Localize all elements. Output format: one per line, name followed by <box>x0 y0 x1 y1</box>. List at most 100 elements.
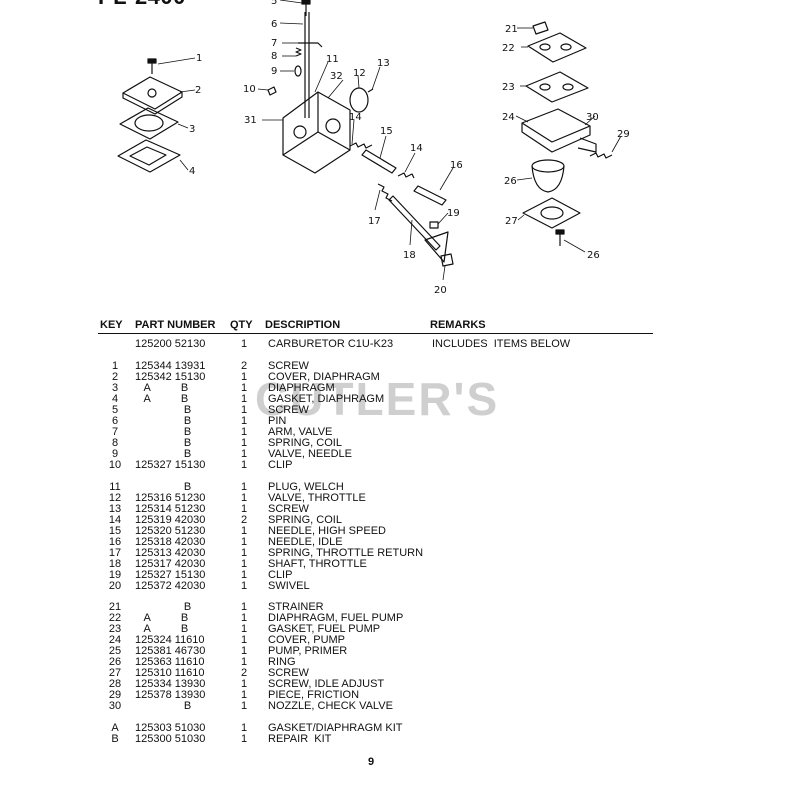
row-qty: 1 <box>240 448 248 461</box>
row-description: SPRING, COIL <box>268 513 342 526</box>
row-description: CLIP <box>268 459 293 472</box>
row-key: 5 <box>111 404 119 417</box>
row-part-number: 125334 13930 <box>135 678 206 691</box>
row-description: STRAINER <box>268 601 324 613</box>
callout-7: 7 <box>271 38 277 49</box>
row-part-number: B <box>135 480 192 493</box>
row-qty: 1 <box>240 546 248 559</box>
row-qty: 1 <box>240 612 248 625</box>
callout-5: 5 <box>271 0 277 7</box>
part-26-primer-bulb <box>531 159 565 193</box>
callout-24: 24 <box>502 112 515 123</box>
row-qty: 2 <box>240 513 248 526</box>
row-qty: 1 <box>240 623 248 636</box>
row-part-number: 125378 13930 <box>135 689 206 702</box>
row-qty: 2 <box>240 360 248 372</box>
row-key: 6 <box>111 415 119 428</box>
row-description: SHAFT, THROTTLE <box>268 557 367 570</box>
callout-4: 4 <box>189 166 195 177</box>
header-qty: QTY <box>230 319 253 331</box>
row-qty: 1 <box>240 382 248 395</box>
row-qty: 1 <box>240 437 248 450</box>
callout-18: 18 <box>403 250 416 261</box>
row-qty: 2 <box>240 667 248 680</box>
row-key: 21 <box>108 601 122 613</box>
row-key: 23 <box>108 623 122 636</box>
row-part-number: 125200 52130 <box>135 338 206 350</box>
row-description: PIECE, FRICTION <box>268 689 360 702</box>
row-qty: 1 <box>240 656 248 669</box>
callout-16: 16 <box>450 160 463 171</box>
row-key: 26 <box>108 656 122 669</box>
callout-14b: 14 <box>410 143 423 154</box>
callout-21: 21 <box>505 24 518 35</box>
row-part-number: 125363 11610 <box>135 656 205 669</box>
part-29-friction-piece <box>589 152 613 159</box>
row-description: REPAIR KIT <box>268 732 332 745</box>
callout-6: 6 <box>271 19 277 30</box>
watermark: CUTLER'S <box>255 373 500 425</box>
row-part-number: 125344 13931 <box>135 360 206 372</box>
header-part-number: PART NUMBER <box>135 319 216 331</box>
row-qty: 1 <box>240 535 248 548</box>
part-14-spring <box>349 142 373 149</box>
part-12-throttle-valve <box>349 87 369 113</box>
part-21-strainer <box>532 21 549 35</box>
row-description: COVER, PUMP <box>268 634 346 647</box>
row-description: VALVE, THROTTLE <box>268 491 366 504</box>
row-description: SCREW <box>268 360 309 372</box>
row-key: 13 <box>108 502 122 515</box>
row-qty: 1 <box>240 502 248 515</box>
callout-15: 15 <box>380 126 393 137</box>
part-19-clip <box>429 221 439 229</box>
row-part-number: 125317 42030 <box>135 557 206 570</box>
callout-3: 3 <box>189 124 195 135</box>
row-part-number: 125372 42030 <box>135 579 206 592</box>
row-description: SPRING, THROTTLE RETURN <box>268 546 424 559</box>
row-description: SPRING, COIL <box>268 437 342 450</box>
row-key: 15 <box>108 524 122 537</box>
row-description: DIAPHRAGM, FUEL PUMP <box>268 612 404 625</box>
callout-1: 1 <box>196 53 202 64</box>
row-qty: 1 <box>240 634 248 647</box>
row-part-number: 125342 15130 <box>135 371 206 384</box>
part-20-swivel <box>440 253 454 267</box>
row-key: 7 <box>111 426 119 439</box>
callout-17: 17 <box>368 216 381 227</box>
row-description: CLIP <box>268 568 293 581</box>
callout-31: 31 <box>244 115 257 126</box>
part-4-gasket <box>117 139 181 173</box>
row-key: 17 <box>108 546 122 559</box>
row-description: SWIVEL <box>268 579 310 592</box>
row-part-number: 125300 51030 <box>135 732 206 745</box>
row-part-number: B <box>135 601 192 613</box>
part-15-needle <box>361 149 397 174</box>
row-part-number: B <box>135 437 192 450</box>
part-1-screw <box>147 58 157 74</box>
row-qty: 1 <box>240 678 248 691</box>
page-number: 9 <box>368 756 375 768</box>
part-18-lever <box>424 231 449 263</box>
part-18-shaft <box>388 195 441 251</box>
row-part-number: B <box>135 404 192 417</box>
row-key: 22 <box>108 612 122 625</box>
row-qty: 1 <box>240 568 248 581</box>
row-description: CARBURETOR C1U-K23 <box>268 338 394 350</box>
